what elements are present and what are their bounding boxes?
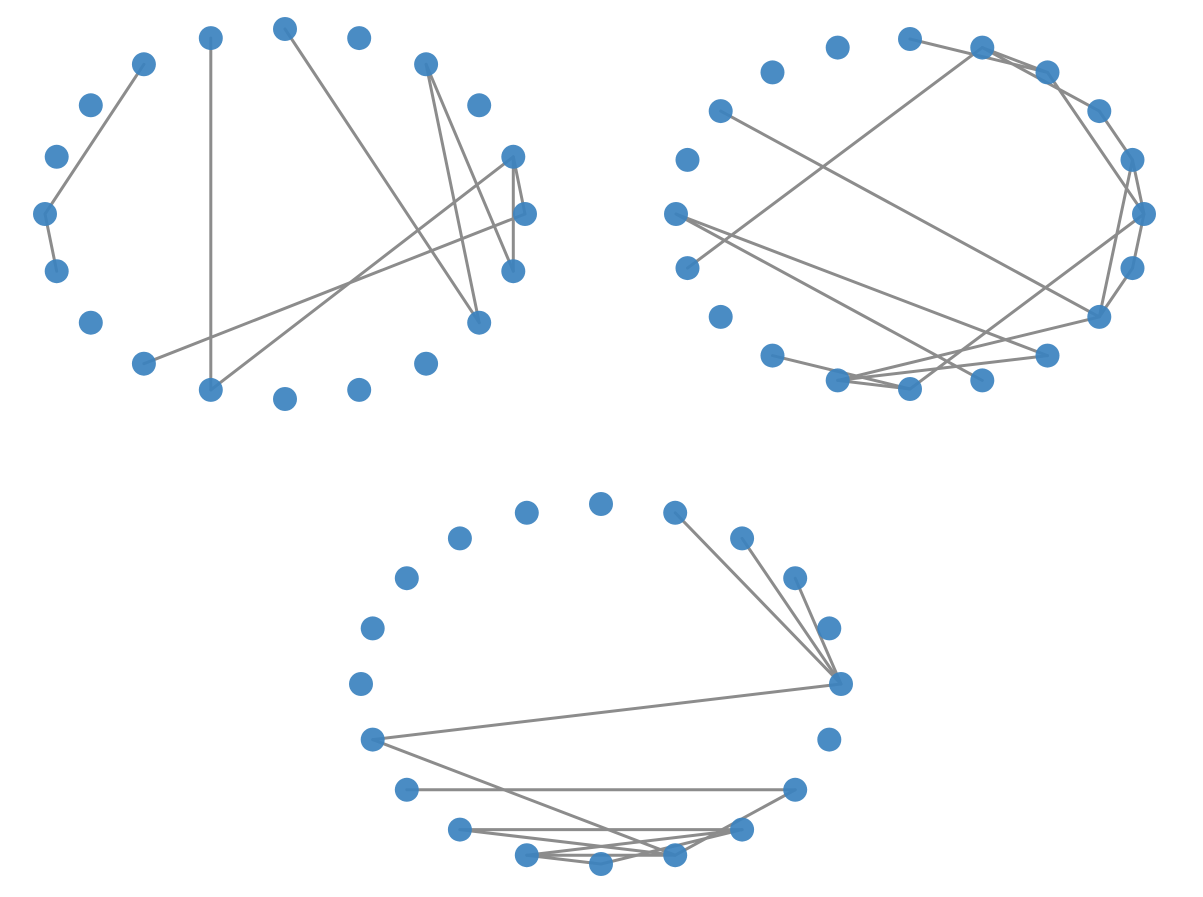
graph-node	[825, 368, 850, 393]
graph-node	[394, 777, 419, 802]
graph-edge	[525, 828, 744, 857]
graph-node	[898, 377, 922, 401]
graph-edge	[371, 738, 677, 857]
graph-node	[675, 147, 700, 172]
graph-node	[663, 843, 688, 868]
graph-edge	[142, 212, 527, 366]
graph-edge	[525, 853, 603, 866]
graph-node	[1035, 343, 1060, 368]
graph-edge	[1046, 70, 1146, 216]
graph-node	[664, 202, 688, 226]
graph-node	[44, 259, 69, 284]
graph-edge	[836, 315, 1101, 382]
graph-node	[760, 60, 785, 85]
graph-node	[198, 377, 223, 402]
graph-edge	[673, 511, 843, 686]
graph-node	[467, 310, 492, 335]
graph-edge	[424, 62, 515, 273]
graph-node	[783, 566, 808, 591]
circular-graph-bottom	[349, 492, 853, 876]
graph-node	[349, 672, 373, 696]
graph-node	[33, 202, 57, 226]
graph-node	[447, 817, 472, 842]
graph-edge	[209, 155, 515, 392]
graph-node	[447, 526, 472, 551]
graph-node	[1120, 147, 1145, 172]
graph-node	[394, 566, 419, 591]
graph-edge	[43, 62, 146, 216]
graph-edge	[908, 212, 1146, 391]
graph-node	[783, 777, 808, 802]
graph-node	[898, 27, 922, 51]
graph-node	[589, 492, 613, 516]
graph-node	[501, 259, 526, 284]
graph-node	[347, 377, 372, 402]
graph-node	[131, 52, 156, 77]
graph-edge	[283, 27, 481, 325]
graph-node	[817, 616, 842, 641]
circular-graph-top-left	[33, 17, 537, 411]
graph-edge	[424, 62, 481, 325]
graph-edge	[719, 109, 1101, 319]
graph-node	[970, 35, 995, 60]
graph-edge	[1097, 158, 1134, 319]
graph-node	[78, 93, 103, 118]
graph-node	[589, 852, 613, 876]
circular-graph-top-right	[664, 27, 1156, 401]
graph-edge	[740, 536, 843, 686]
graph-edge	[674, 212, 1049, 358]
graph-node	[78, 310, 103, 335]
graph-node	[513, 202, 537, 226]
graph-node	[467, 93, 492, 118]
graph-node	[1132, 202, 1156, 226]
graph-node	[273, 387, 297, 411]
graph-node	[730, 817, 755, 842]
node-layer	[664, 27, 1156, 401]
edge-layer	[674, 37, 1146, 391]
graph-edge	[836, 354, 1049, 382]
graph-edge	[836, 378, 912, 391]
graph-node	[708, 99, 733, 124]
graph-node	[360, 616, 385, 641]
graph-edge	[458, 828, 677, 857]
graph-node	[347, 26, 372, 51]
graph-edge	[686, 46, 984, 270]
node-layer	[349, 492, 853, 876]
graph-node	[44, 144, 69, 169]
graph-node	[414, 351, 439, 376]
graph-node	[414, 52, 439, 77]
graph-node	[730, 526, 755, 551]
graph-node	[273, 17, 297, 41]
graph-node	[1087, 99, 1112, 124]
graph-node	[514, 843, 539, 868]
graph-node	[1087, 304, 1112, 329]
graph-node	[817, 727, 842, 752]
graph-edge	[371, 682, 843, 742]
graph-node	[825, 35, 850, 60]
graph-node	[1035, 60, 1060, 85]
graph-node	[198, 26, 223, 51]
graph-node	[514, 500, 539, 525]
graph-edge	[674, 212, 984, 382]
graph-node	[1120, 256, 1145, 281]
node-layer	[33, 17, 537, 411]
graph-node	[970, 368, 995, 393]
graph-node	[675, 256, 700, 281]
graph-node	[131, 351, 156, 376]
graph-node	[360, 727, 385, 752]
graph-node	[829, 672, 853, 696]
graph-node	[663, 500, 688, 525]
graph-node	[501, 144, 526, 169]
graph-node	[760, 343, 785, 368]
graph-node	[708, 304, 733, 329]
